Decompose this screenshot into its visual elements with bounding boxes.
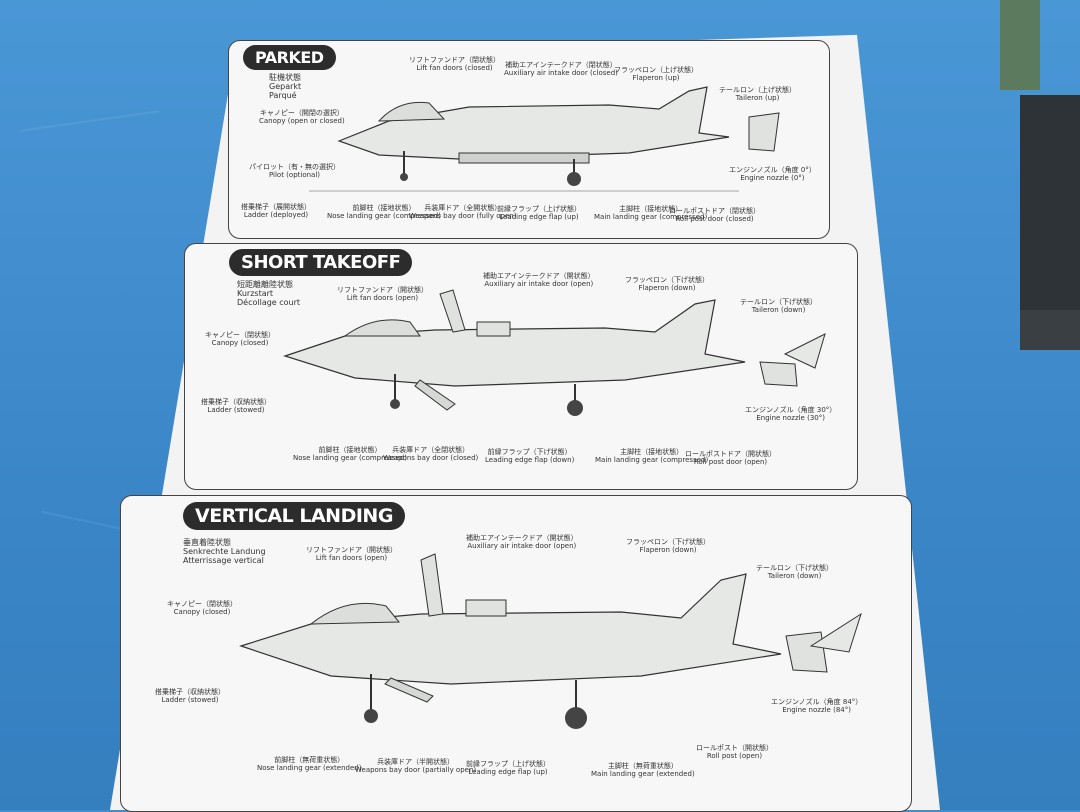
label-main-gear: 主脚柱（無荷重状態）Main landing gear (extended) xyxy=(591,762,695,778)
label-flaperon: フラッペロン（上げ状態）Flaperon (up) xyxy=(614,66,698,82)
label-main-gear: 主脚柱（接地状態）Main landing gear (compressed) xyxy=(595,448,709,464)
label-roll-post: ロールポストドア（開状態）Roll post door (open) xyxy=(685,450,776,466)
label-leading-edge: 前縁フラップ（下げ状態）Leading edge flap (down) xyxy=(485,448,575,464)
label-aux-intake: 補助エアインテークドア（閉状態）Auxiliary air intake doo… xyxy=(504,61,618,77)
panel-title: PARKED xyxy=(243,45,336,70)
label-ladder: 搭乗梯子（収納状態）Ladder (stowed) xyxy=(201,398,271,414)
label-roll-post: ロールポスト（開状態）Roll post (open) xyxy=(696,744,773,760)
panel-subtitle: 駐機状態 Geparkt Parqué xyxy=(269,73,302,100)
label-leading-edge: 前縁フラップ（上げ状態）Leading edge flap (up) xyxy=(466,760,550,776)
panel-parked: PARKED 駐機状態 Geparkt Parqué リフトファンドア（閉状態）… xyxy=(228,40,830,239)
panel-subtitle: 垂直着陸状態 Senkrechte Landung Atterrissage v… xyxy=(183,538,266,565)
label-flaperon: フラッペロン（下げ状態）Flaperon (down) xyxy=(626,538,710,554)
label-lift-fan-doors: リフトファンドア（開状態）Lift fan doors (open) xyxy=(306,546,397,562)
label-pilot: パイロット（有・無の選択）Pilot (optional) xyxy=(249,163,340,179)
label-engine-nozzle: エンジンノズル（角度 30°）Engine nozzle (30°) xyxy=(745,406,837,422)
label-canopy: キャノピー（閉状態）Canopy (closed) xyxy=(167,600,237,616)
panel-subtitle: 短距離離陸状態 Kurzstart Décollage court xyxy=(237,280,301,307)
label-engine-nozzle: エンジンノズル（角度 0°）Engine nozzle (0°) xyxy=(729,166,816,182)
label-taileron: テールロン（下げ状態）Taileron (down) xyxy=(756,564,833,580)
label-engine-nozzle: エンジンノズル（角度 84°）Engine nozzle (84°) xyxy=(771,698,863,714)
panel-title: VERTICAL LANDING xyxy=(183,502,405,530)
label-aux-intake: 補助エアインテークドア（開状態）Auxiliary air intake doo… xyxy=(466,534,578,550)
panel-vertical-landing: VERTICAL LANDING 垂直着陸状態 Senkrechte Landu… xyxy=(120,495,912,812)
label-nose-gear: 前脚柱（無荷重状態）Nose landing gear (extended) xyxy=(257,756,362,772)
label-canopy: キャノピー（開閉の選択）Canopy (open or closed) xyxy=(259,109,345,125)
label-nose-gear: 前脚柱（接地状態）Nose landing gear (compressed) xyxy=(293,446,407,462)
label-ladder: 搭乗梯子（収納状態）Ladder (stowed) xyxy=(155,688,225,704)
label-weapons-bay: 兵装庫ドア（半開状態）Weapons bay door (partially o… xyxy=(355,758,477,774)
aircraft-drawing-vertical-landing xyxy=(239,553,862,729)
label-ladder: 搭乗梯子（展開状態）Ladder (deployed) xyxy=(241,203,311,219)
label-lift-fan-doors: リフトファンドア（閉状態）Lift fan doors (closed) xyxy=(409,56,500,72)
label-main-gear: 主脚柱（接地状態）Main landing gear (compressed) xyxy=(594,205,708,221)
panel-title: SHORT TAKEOFF xyxy=(229,249,413,276)
background-object-right-lower xyxy=(1020,310,1080,350)
background-object-right xyxy=(1020,95,1080,325)
label-nose-gear: 前脚柱（接地状態）Nose landing gear (compressed) xyxy=(327,204,441,220)
label-leading-edge: 前縁フラップ（上げ状態）Leading edge flap (up) xyxy=(497,205,581,221)
label-flaperon: フラッペロン（下げ状態）Flaperon (down) xyxy=(625,276,709,292)
label-roll-post: ロールポストドア（閉状態）Roll post door (closed) xyxy=(669,207,760,223)
label-aux-intake: 補助エアインテークドア（開状態）Auxiliary air intake doo… xyxy=(483,272,595,288)
label-weapons-bay: 兵装庫ドア（全閉状態）Weapons bay door (closed) xyxy=(383,446,479,462)
aircraft-drawing-parked xyxy=(309,86,780,192)
label-lift-fan-doors: リフトファンドア（開状態）Lift fan doors (open) xyxy=(337,286,428,302)
label-weapons-bay: 兵装庫ドア（全開状態）Weapons bay door (fully open) xyxy=(409,204,517,220)
label-taileron: テールロン（下げ状態）Taileron (down) xyxy=(740,298,817,314)
background-object-top xyxy=(1000,0,1040,90)
aircraft-drawing-short-takeoff xyxy=(283,289,826,416)
label-canopy: キャノピー（閉状態）Canopy (closed) xyxy=(205,331,275,347)
label-taileron: テールロン（上げ状態）Taileron (up) xyxy=(719,86,796,102)
panel-short-takeoff: SHORT TAKEOFF 短距離離陸状態 Kurzstart Décollag… xyxy=(184,243,858,490)
